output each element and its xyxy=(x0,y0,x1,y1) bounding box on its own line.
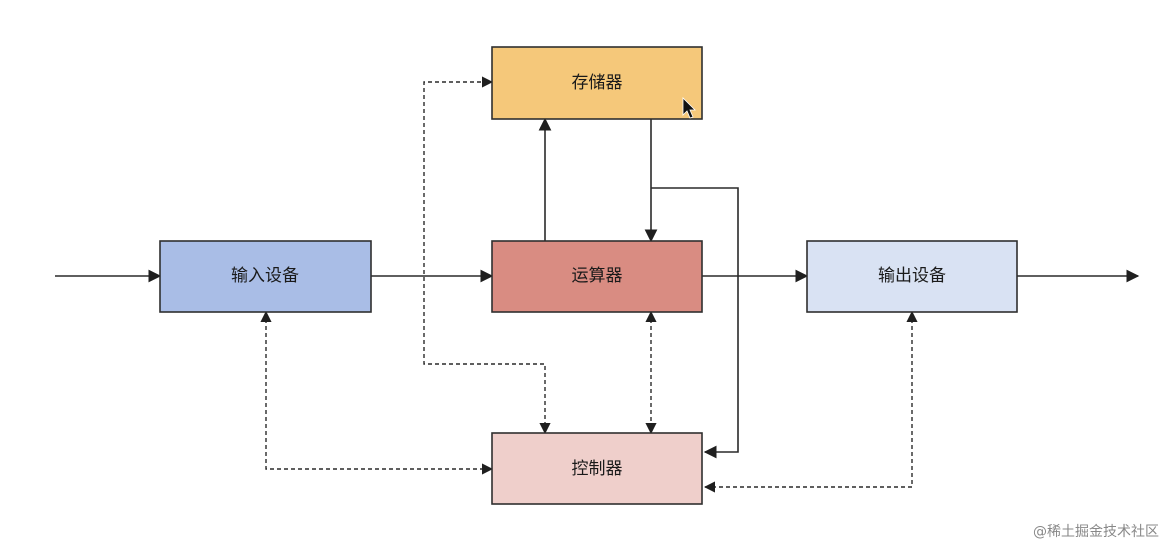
control-input-dashed-arrow xyxy=(260,310,494,475)
control-node: 控制器 xyxy=(491,432,703,505)
alu-box xyxy=(491,240,703,313)
mouse-cursor-icon xyxy=(682,97,696,119)
output-label: 输出设备 xyxy=(878,266,946,286)
memory-node: 存储器 xyxy=(491,46,703,120)
alu-node: 运算器 xyxy=(491,240,703,313)
input-label: 输入设备 xyxy=(231,266,299,286)
output-node: 输出设备 xyxy=(806,240,1018,313)
input-node: 输入设备 xyxy=(159,240,372,313)
control-box xyxy=(491,432,703,505)
memory-label: 存储器 xyxy=(572,73,623,93)
alu-label: 运算器 xyxy=(572,266,623,286)
memory-to-control-arrow xyxy=(651,187,739,459)
output-box xyxy=(806,240,1018,313)
input-box xyxy=(159,240,372,313)
control-output-dashed-arrow xyxy=(703,310,918,493)
control-label: 控制器 xyxy=(572,459,623,479)
watermark: @稀土掘金技术社区 xyxy=(1033,524,1159,540)
memory-box xyxy=(491,46,703,120)
